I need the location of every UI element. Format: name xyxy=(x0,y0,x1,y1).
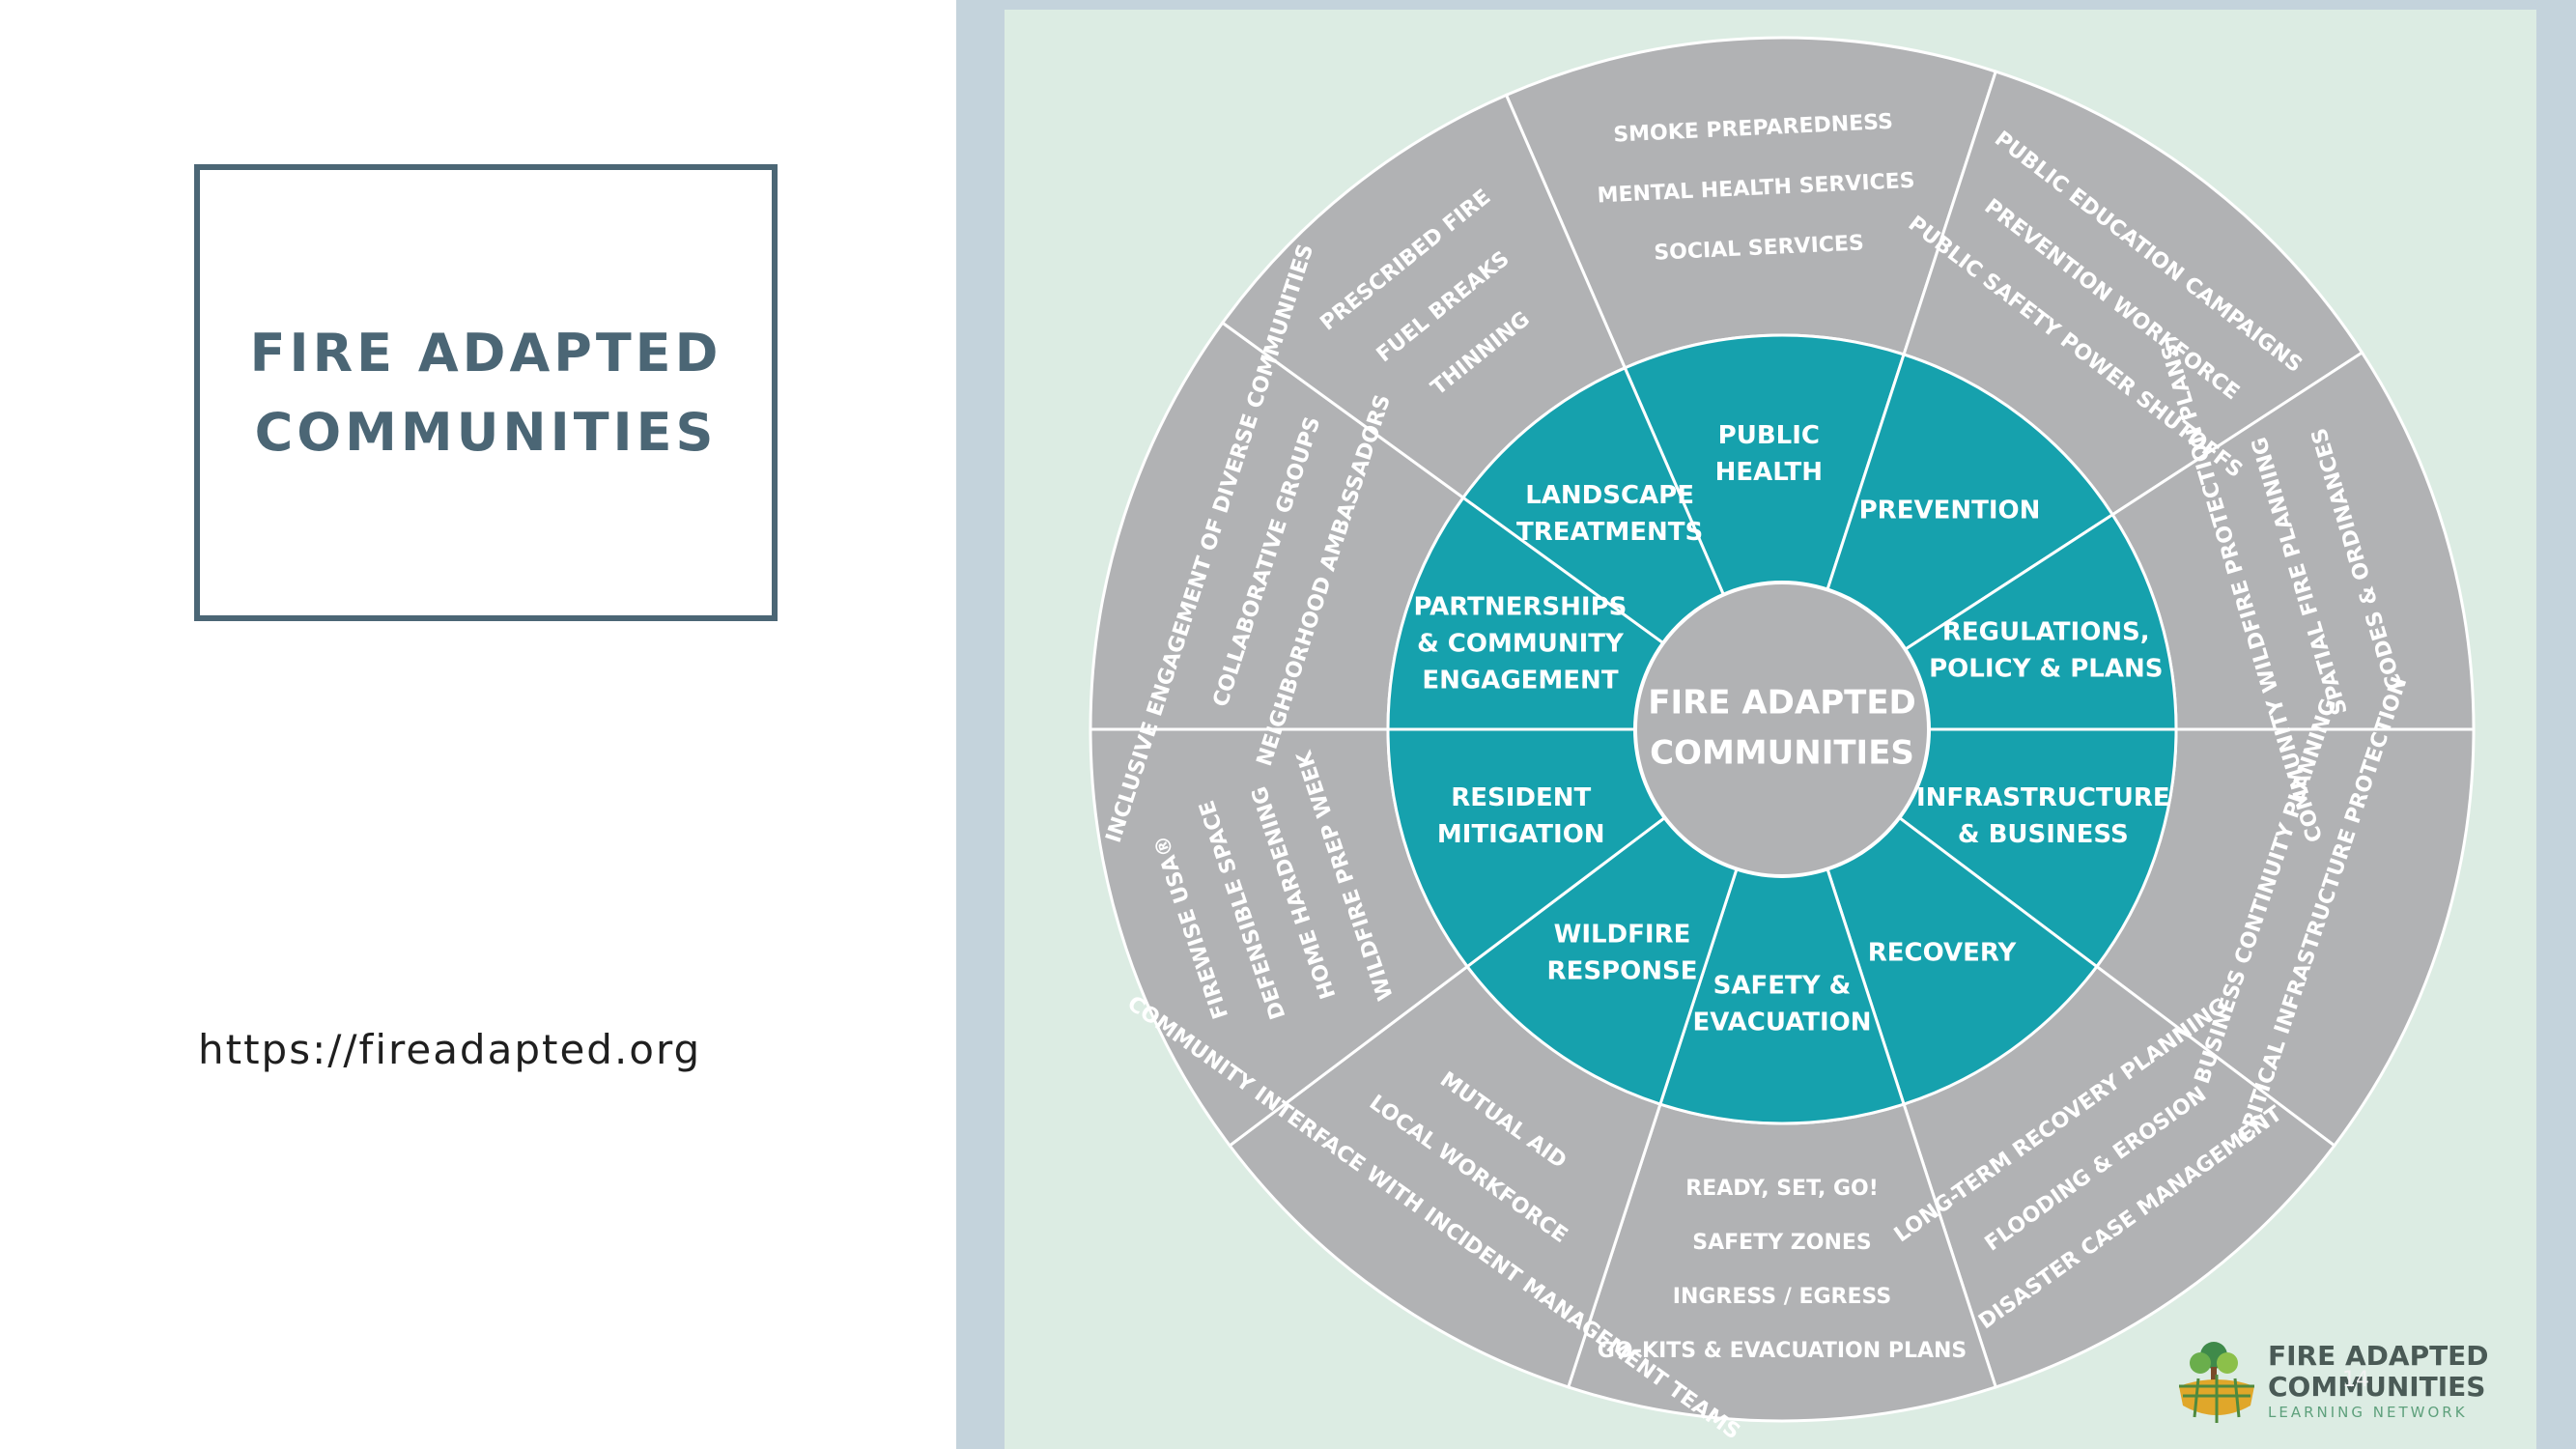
inner-label-8-line: ENGAGEMENT xyxy=(1422,666,1618,695)
outer-label-5-line: INGRESS / EGRESS xyxy=(1673,1285,1891,1309)
outer-label-5-line: SAFETY ZONES xyxy=(1692,1231,1871,1255)
inner-label-5-line: SAFETY & xyxy=(1713,972,1852,1001)
inner-label-0: PUBLIC HEALTH xyxy=(1715,421,1823,487)
inner-label-6-line: WILDFIRE xyxy=(1554,921,1691,950)
inner-label-7-line: MITIGATION xyxy=(1437,820,1605,849)
inner-label-9-line: TREATMENTS xyxy=(1516,518,1703,547)
website-url[interactable]: https://fireadapted.org xyxy=(198,1026,702,1073)
outer-label-5-line: GO-KITS & EVACUATION PLANS xyxy=(1598,1339,1967,1363)
center-label-line: COMMUNITIES xyxy=(1650,734,1914,773)
inner-label-0-line: HEALTH xyxy=(1715,458,1823,487)
inner-label-2: REGULATIONS, POLICY & PLANS xyxy=(1929,618,2163,684)
inner-label-5-line: EVACUATION xyxy=(1692,1009,1871,1037)
inner-label-1-line: PREVENTION xyxy=(1859,496,2041,525)
inner-label-6: WILDFIRE RESPONSE xyxy=(1547,921,1698,986)
fac-logo: FIRE ADAPTED COMMUNITIES LEARNING NETWOR… xyxy=(2173,1338,2492,1425)
center-label: FIRE ADAPTED COMMUNITIES xyxy=(1648,684,1916,773)
inner-label-4-line: RECOVERY xyxy=(1868,939,2018,968)
inner-label-2-line: POLICY & PLANS xyxy=(1929,655,2163,684)
logo-text-line1: FIRE ADAPTED xyxy=(2268,1340,2489,1372)
inner-label-8-line: PARTNERSHIPS xyxy=(1414,592,1628,621)
title-box: FIRE ADAPTED COMMUNITIES xyxy=(194,164,778,621)
inner-label-5: SAFETY & EVACUATION xyxy=(1692,972,1871,1037)
inner-label-9: LANDSCAPE TREATMENTS xyxy=(1516,481,1703,547)
inner-label-9-line: LANDSCAPE xyxy=(1525,481,1694,510)
slide-title: FIRE ADAPTED COMMUNITIES xyxy=(249,322,722,463)
inner-label-0-line: PUBLIC xyxy=(1718,421,1820,450)
outer-label-5: READY, SET, GO! SAFETY ZONES INGRESS / EGR… xyxy=(1598,1177,1967,1363)
logo-text-line3: LEARNING NETWORK xyxy=(2268,1404,2468,1421)
page-number: 14 xyxy=(2342,1368,2369,1392)
inner-label-7-line: RESIDENT xyxy=(1451,783,1591,812)
left-panel: FIRE ADAPTED COMMUNITIES https://fireada… xyxy=(0,0,956,1449)
inner-label-3: INFRASTRUCTURE & BUSINESS xyxy=(1916,783,2170,849)
inner-label-1: PREVENTION xyxy=(1859,496,2041,525)
inner-label-7: RESIDENT MITIGATION xyxy=(1437,783,1605,849)
inner-label-2-line: REGULATIONS, xyxy=(1942,618,2150,647)
inner-label-3-line: INFRASTRUCTURE xyxy=(1916,783,2170,812)
center-circle xyxy=(1633,581,1931,878)
outer-label-5-line: READY, SET, GO! xyxy=(1685,1177,1879,1201)
inner-label-3-line: & BUSINESS xyxy=(1958,820,2129,849)
tree-globe-icon xyxy=(2179,1342,2254,1423)
inner-label-6-line: RESPONSE xyxy=(1547,957,1698,986)
center-label-line: FIRE ADAPTED xyxy=(1648,684,1916,723)
inner-label-8-line: & COMMUNITY xyxy=(1417,629,1625,658)
inner-label-4: RECOVERY xyxy=(1868,939,2018,968)
logo-text-line2: COMMUNITIES xyxy=(2268,1371,2486,1403)
inner-label-8: PARTNERSHIPS & COMMUNITY ENGAGEMENT xyxy=(1414,592,1628,695)
